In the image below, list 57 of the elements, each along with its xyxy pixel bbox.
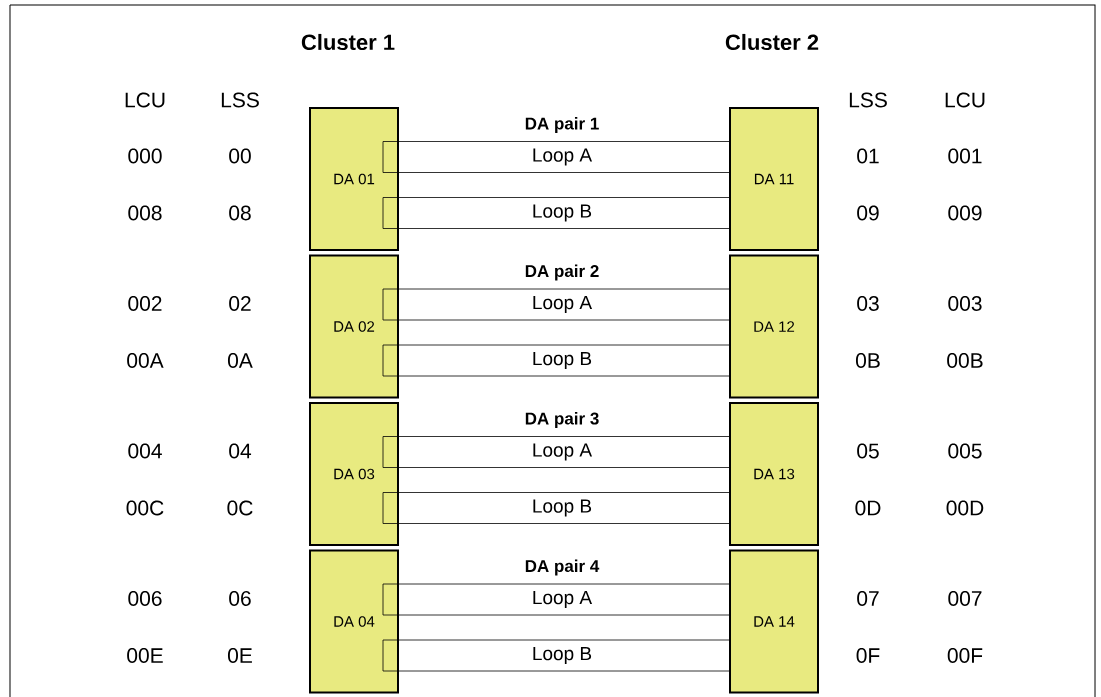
- address-label: 004: [128, 443, 162, 459]
- address-label: 003: [948, 296, 982, 311]
- loop-band: Loop A: [382, 436, 742, 468]
- loop-band: Loop A: [382, 141, 742, 173]
- adapter-box: DA 02: [309, 254, 399, 399]
- address-label: 00F: [947, 648, 983, 663]
- loop-band: Loop B: [382, 492, 742, 524]
- address-label: 05: [857, 443, 879, 459]
- address-label: 03: [857, 296, 879, 311]
- address-label: 006: [128, 591, 162, 606]
- address-label: 06: [229, 591, 251, 606]
- loop-band: Loop A: [382, 288, 742, 321]
- loop-band: Loop A: [382, 583, 742, 616]
- column-heading: LCU: [125, 92, 165, 108]
- adapter-box: DA 12: [729, 254, 819, 399]
- address-label: 04: [229, 443, 252, 459]
- address-label: 00A: [127, 353, 164, 368]
- pair-label: DA pair 4: [525, 559, 600, 576]
- address-label: 00C: [126, 500, 164, 516]
- address-label: 0A: [228, 353, 253, 368]
- adapter-box: DA 14: [729, 549, 819, 694]
- column-heading: LSS: [221, 92, 259, 108]
- address-label: 007: [948, 591, 982, 606]
- address-label: 0C: [227, 500, 253, 516]
- address-label: 002: [128, 296, 162, 311]
- pair-label: DA pair 2: [525, 264, 599, 281]
- address-label: 0F: [856, 648, 880, 663]
- adapter-box: DA 03: [309, 402, 399, 546]
- address-label: 01: [857, 148, 879, 164]
- loop-band: Loop B: [382, 639, 742, 672]
- adapter-box: DA 13: [729, 402, 819, 546]
- cluster-heading: Cluster 2: [725, 33, 819, 51]
- column-heading: LCU: [945, 92, 985, 108]
- address-label: 0B: [856, 353, 880, 368]
- column-heading: LSS: [849, 92, 887, 108]
- address-label: 08: [229, 205, 251, 221]
- adapter-box: DA 04: [309, 549, 399, 694]
- cluster-heading: Cluster 1: [301, 33, 395, 51]
- loop-band: Loop B: [382, 344, 742, 377]
- address-label: 09: [857, 205, 879, 221]
- address-label: 001: [948, 148, 982, 164]
- adapter-box: DA 11: [729, 107, 819, 251]
- address-label: 02: [229, 296, 251, 311]
- address-label: 00: [229, 148, 251, 164]
- address-label: 009: [948, 205, 982, 221]
- address-label: 00B: [947, 353, 983, 368]
- address-label: 000: [128, 148, 162, 164]
- address-label: 005: [948, 443, 982, 459]
- loop-band: Loop B: [382, 197, 742, 229]
- address-label: 07: [857, 591, 879, 606]
- pair-label: DA pair 3: [525, 412, 599, 428]
- adapter-box: DA 01: [309, 107, 399, 251]
- address-label: 008: [128, 205, 162, 221]
- address-label: 00D: [946, 500, 984, 516]
- address-label: 00E: [127, 648, 163, 663]
- address-label: 0D: [855, 500, 881, 516]
- address-label: 0E: [228, 648, 252, 663]
